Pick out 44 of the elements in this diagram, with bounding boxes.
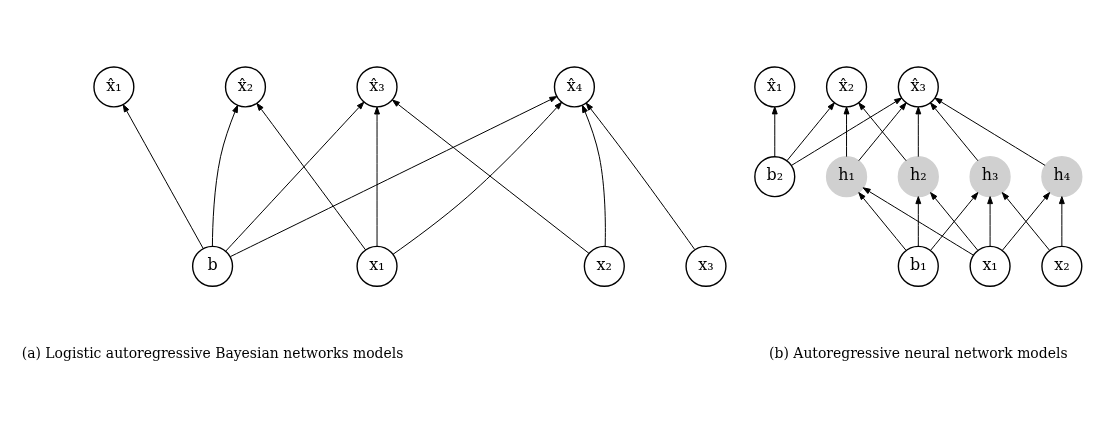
node-circle: h₂ (897, 156, 939, 198)
node-circle: h₃ (969, 156, 1011, 198)
node-circle: x₂ (1041, 245, 1083, 287)
arrow (230, 96, 558, 258)
arrow (1058, 196, 1065, 247)
arrow (211, 104, 239, 247)
arrow (930, 102, 979, 162)
arrow (392, 99, 590, 254)
node-circle: x₂ (583, 245, 625, 287)
arrow (915, 106, 922, 158)
label: (b) Autoregressive neural network models (769, 344, 1068, 361)
arrow (122, 104, 204, 250)
node-circle: h₄ (1041, 156, 1083, 198)
arrow (771, 106, 778, 158)
arrow (843, 106, 850, 158)
arrow (791, 97, 903, 166)
node-circle: x₃ (685, 245, 727, 287)
arrow (786, 102, 835, 162)
arrow (915, 196, 922, 247)
arrow (1001, 192, 1051, 251)
arrow (392, 101, 563, 255)
node-circle: x̂₂ (825, 66, 868, 108)
arrow (585, 102, 696, 250)
node-circle: x₁ (356, 245, 398, 287)
arrow (256, 102, 367, 251)
node-circle: x̂₁ (93, 66, 135, 108)
arrow (374, 106, 380, 247)
label: (a) Logistic autoregressive Bayesian networks models (21, 344, 404, 361)
node-circle: b₂ (754, 156, 796, 198)
arrow (934, 97, 1046, 166)
node-circle: x₁ (969, 245, 1011, 287)
arrow (581, 104, 606, 247)
arrow (930, 192, 979, 251)
node-circle: x̂₁ (754, 66, 796, 108)
arrow (858, 102, 907, 162)
node-circle: x̂₃ (897, 66, 939, 108)
node-circle: x̂₂ (224, 66, 267, 108)
arrow (987, 196, 994, 247)
node-circle: b (191, 245, 234, 287)
node-circle: b₁ (897, 245, 939, 287)
arrow (858, 192, 907, 251)
node-circle: h₁ (825, 156, 868, 198)
arrow (862, 187, 974, 256)
arrow (225, 101, 365, 252)
